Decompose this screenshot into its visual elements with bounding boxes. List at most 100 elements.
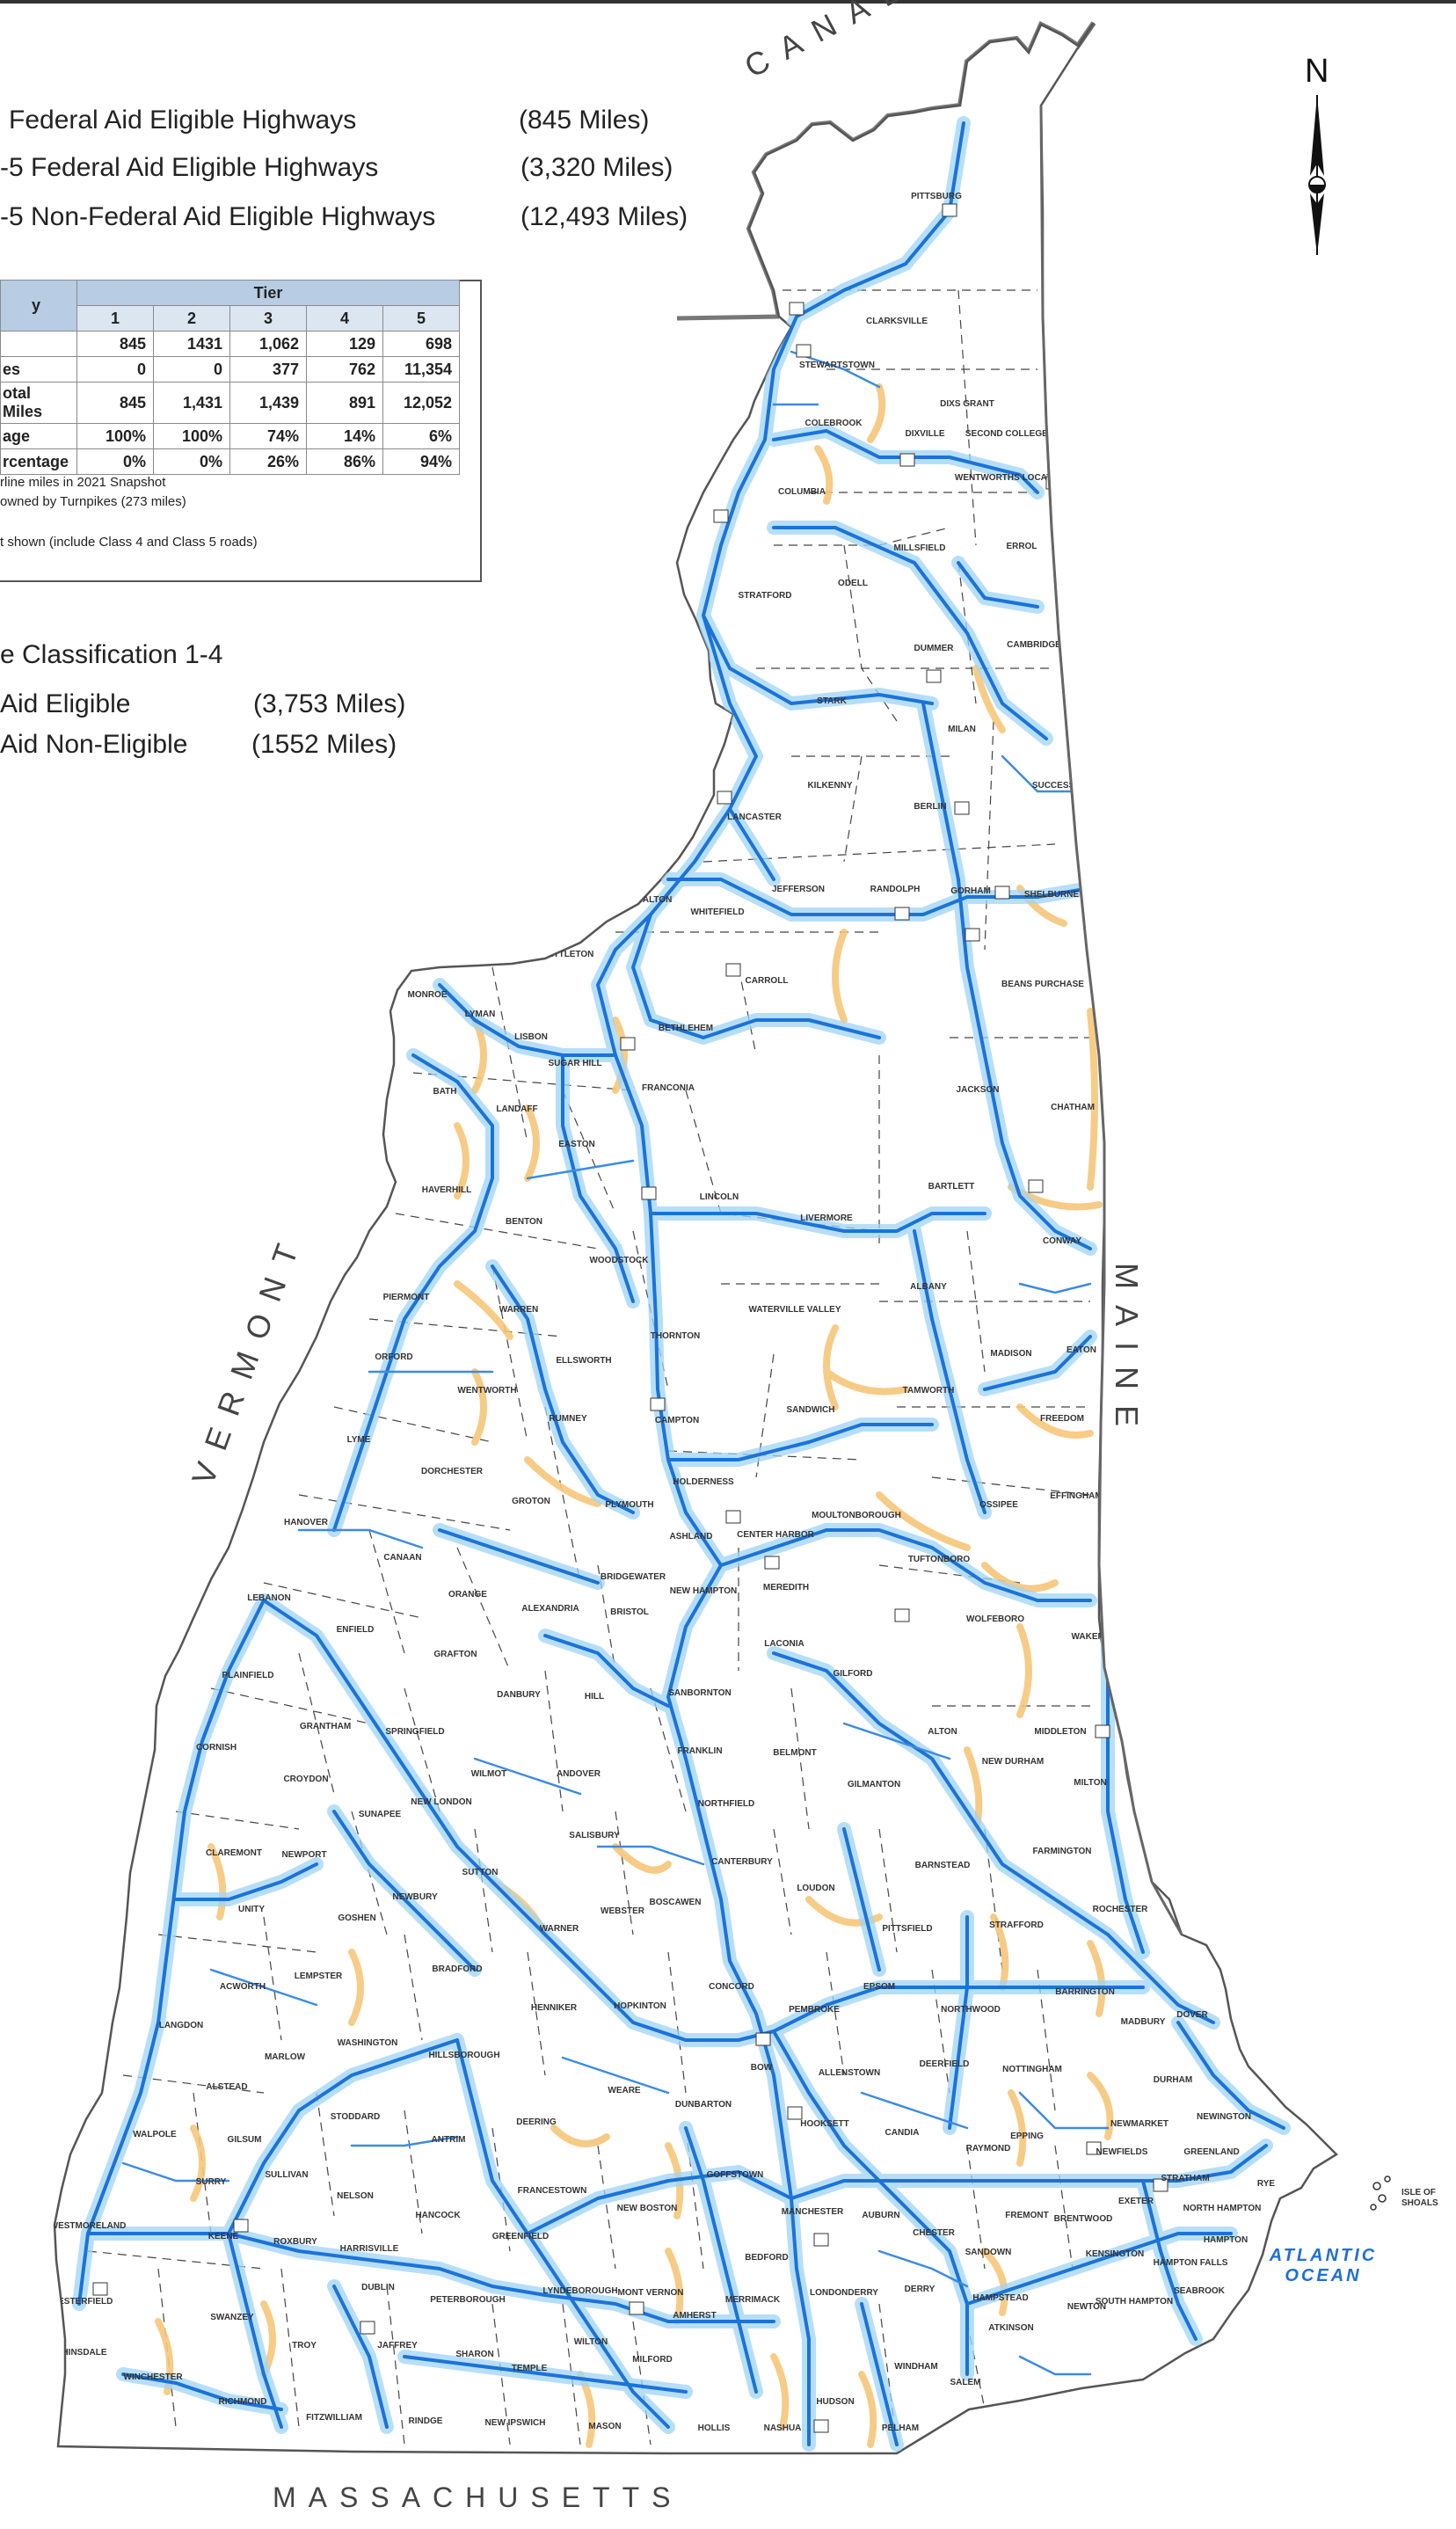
town-label: FARMINGTON [1032,1847,1091,1856]
cell: 0 [76,356,154,383]
table-row: age 100% 100% 74% 14% 6% [0,423,460,449]
town-label: WILTON [574,2337,608,2347]
town-label: SALEM [950,2378,981,2387]
town-label: SUGAR HILL [548,1059,601,1068]
town-label: HANCOCK [415,2211,461,2220]
town-label: KEENE [208,2232,239,2241]
town-label: COLEBROOK [805,419,863,428]
north-label: N [1305,53,1329,90]
town-label: LYME [347,1435,371,1445]
town-label: LIVERMORE [800,1213,853,1223]
town-label: CAMPTON [655,1416,699,1425]
town-label: PETERBOROUGH [430,2295,506,2305]
town-label: SEABROOK [1174,2286,1226,2296]
table-note-2: owned by Turnpikes (273 miles) [0,494,186,509]
town-label: FRANCESTOWN [518,2186,587,2196]
tier-col-5: 5 [382,305,460,332]
town-label: MADISON [990,1349,1031,1359]
town-label: PEMBROKE [789,2005,840,2015]
town-label: SUTTON [462,1868,499,1877]
cell: 100% [76,423,154,449]
town-label: HOOKSETT [800,2119,849,2129]
town-label: LANGDON [159,2021,204,2030]
town-label: PIERMONT [383,1293,430,1302]
town-label: WENTWORTHS LOCATION [955,473,1067,483]
cell: 14% [306,423,383,449]
row-label: rcentage [0,448,77,475]
town-label: MEREDITH [763,1583,809,1592]
town-label: SECOND COLLEGE GRANT [965,429,1081,439]
town-label: STRATHAM [1161,2174,1209,2183]
town-label: HILLSBOROUGH [428,2051,499,2060]
town-label: EPSOM [863,1982,895,1992]
town-label: GREENFIELD [492,2232,549,2241]
row-label: age [0,423,77,449]
maine-border-line [1039,105,1183,1935]
cell: 845 [76,331,154,357]
town-label: GOSHEN [338,1913,375,1923]
isle-label-1: ISLE OF [1401,2188,1436,2197]
town-label: SULLIVAN [265,2170,308,2180]
table-note-1: rline miles in 2021 Snapshot [0,475,166,490]
legend-tier1-label: Federal Aid Eligible Highways [9,106,357,135]
legend-tier25-nonfed: -5 Non-Federal Aid Eligible Highways [0,202,436,231]
town-label: DOVER [1176,2010,1208,2020]
secondary-roads [121,350,1110,2376]
town-label: ATKINSON [988,2323,1033,2333]
town-label: HAMPTON [1204,2235,1248,2245]
legend-tier25-fed: -5 Federal Aid Eligible Highways [0,153,379,182]
town-label: MOULTONBOROUGH [812,1511,901,1520]
town-label: AUBURN [862,2211,899,2220]
town-label: DUNBARTON [675,2100,732,2110]
town-label: TUFTONBORO [908,1555,971,1564]
town-label: BRADFORD [432,1964,482,1974]
atlantic-ocean-label: ATLANTIC OCEAN [1257,2246,1389,2286]
legend-aid-eligible: Aid Eligible [0,689,131,718]
town-label: NEW CASTLE [1313,2125,1371,2134]
town-label: WOODSTOCK [589,1256,649,1265]
town-label: ENFIELD [337,1625,375,1635]
town-label: LONDONDERRY [810,2288,878,2298]
town-label: GILMANTON [848,1780,900,1789]
town-label: ALLENSTOWN [819,2068,880,2078]
isle-of-shoals-islands [1370,2176,1391,2211]
town-label: MONROE [408,990,448,1000]
town-label: NEW LONDON [411,1797,471,1807]
town-label: STRAFFORD [989,1920,1044,1930]
row-label: otal Miles [0,382,77,424]
town-label: HOLDERNESS [673,1477,734,1487]
cell: 129 [306,331,383,357]
town-label: LACONIA [764,1639,804,1649]
cell: 6% [382,423,460,449]
town-label: NEWMARKET [1110,2119,1168,2129]
route-shields [92,203,1281,2433]
town-label: DIXS GRANT [940,399,994,409]
legend-tier1: Federal Aid Eligible Highways [9,106,356,135]
town-label: WARREN [499,1305,538,1315]
cell: 100% [153,423,230,449]
town-label: ROXBURY [273,2237,317,2247]
town-label: WARNER [540,1924,579,1934]
town-label: HENNIKER [531,2003,578,2013]
town-label: THORNTON [651,1331,700,1341]
town-label: SUCCESS [1032,781,1075,791]
town-label: WEARE [608,2086,641,2095]
town-label: WEBSTER [601,1906,645,1916]
town-label: STRATFORD [739,591,792,601]
town-label: FRANCONIA [642,1083,695,1093]
town-label: MONT VERNON [618,2288,684,2298]
town-label: NORTH HAMPTON [1183,2204,1262,2213]
cell: 1,431 [153,382,230,424]
town-label: FITZWILLIAM [306,2413,362,2423]
town-label: CAMBRIDGE [1007,640,1061,650]
row-label: es [0,356,77,383]
town-label: CHESTERFIELD [46,2297,113,2307]
town-label: BEANS PURCHASE [1001,980,1084,989]
town-label: GOFFSTOWN [707,2170,764,2180]
town-label: WINDHAM [894,2362,937,2372]
town-label: HARRISVILLE [340,2244,399,2254]
town-label: LEBANON [247,1593,290,1603]
town-label: COLUMBIA [778,487,826,497]
town-label: EXETER [1118,2197,1154,2206]
town-label: ANTRIM [432,2135,466,2145]
